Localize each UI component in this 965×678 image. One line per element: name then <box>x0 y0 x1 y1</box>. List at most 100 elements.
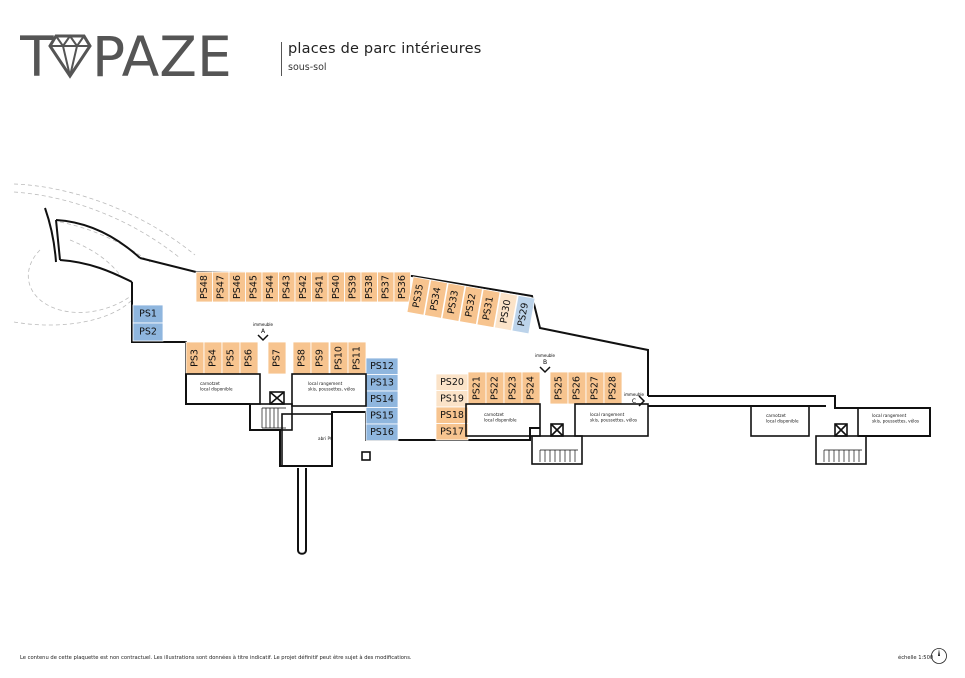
parking-space-ps41[interactable]: PS41 <box>311 271 329 303</box>
parking-space-ps37[interactable]: PS37 <box>377 271 395 303</box>
parking-space-ps11[interactable]: PS11 <box>347 341 367 375</box>
parking-space-ps23[interactable]: PS23 <box>503 371 523 405</box>
elevator-b-icon <box>550 423 564 437</box>
parking-space-ps7[interactable]: PS7 <box>267 341 287 375</box>
parking-space-ps24[interactable]: PS24 <box>521 371 541 405</box>
parking-space-ps40[interactable]: PS40 <box>327 271 345 303</box>
space-fill <box>424 279 448 319</box>
space-label: PS48 <box>199 275 210 299</box>
shaft-icon <box>361 451 371 461</box>
space-fill <box>435 423 469 441</box>
space-label: PS32 <box>464 293 479 318</box>
room-label-r5: skis, poussettes, vélos <box>590 418 637 423</box>
space-label: PS10 <box>334 346 345 370</box>
space-label: PS1 <box>139 309 157 320</box>
parking-space-ps44[interactable]: PS44 <box>261 271 279 303</box>
parking-space-ps10[interactable]: PS10 <box>329 341 349 375</box>
parking-space-ps38[interactable]: PS38 <box>360 271 378 303</box>
parking-space-ps6[interactable]: PS6 <box>239 341 259 375</box>
parking-space-ps19[interactable]: PS19 <box>435 390 469 408</box>
parking-space-ps35[interactable]: PS35 <box>406 276 431 316</box>
parking-space-ps28[interactable]: PS28 <box>603 371 623 405</box>
space-label: PS43 <box>281 275 292 299</box>
svg-text:immeuble: immeuble <box>253 322 274 327</box>
road-contours <box>13 183 196 326</box>
svg-text:A: A <box>261 328 266 335</box>
parking-space-ps48[interactable]: PS48 <box>195 271 213 303</box>
parking-space-ps4[interactable]: PS4 <box>203 341 223 375</box>
parking-space-ps13[interactable]: PS13 <box>365 374 399 392</box>
space-label: PS11 <box>352 346 363 370</box>
parking-space-ps3[interactable]: PS3 <box>185 341 205 375</box>
svg-text:C: C <box>632 398 636 405</box>
space-fill <box>476 288 501 329</box>
parking-space-ps33[interactable]: PS33 <box>441 282 466 322</box>
room-label-r7: skis, poussettes, vélos <box>872 419 919 424</box>
parking-space-ps18[interactable]: PS18 <box>435 406 469 424</box>
parking-space-ps42[interactable]: PS42 <box>294 271 312 303</box>
space-fill <box>441 282 466 322</box>
space-fill <box>511 294 536 335</box>
space-label: PS38 <box>364 275 375 299</box>
space-label: PS15 <box>370 410 394 421</box>
parking-space-ps31[interactable]: PS31 <box>476 288 501 329</box>
space-label: PS13 <box>370 377 394 388</box>
parking-space-ps22[interactable]: PS22 <box>485 371 505 405</box>
parking-space-ps2[interactable]: PS2 <box>132 322 164 342</box>
parking-space-ps43[interactable]: PS43 <box>278 271 296 303</box>
space-label: PS47 <box>215 275 226 299</box>
room-label-r6: carnotzet <box>766 413 786 418</box>
room-r5-outline <box>574 403 649 437</box>
parking-space-ps20[interactable]: PS20 <box>435 373 469 391</box>
space-label: PS2 <box>139 327 157 338</box>
parking-space-ps26[interactable]: PS26 <box>567 371 587 405</box>
parking-space-ps12[interactable]: PS12 <box>365 357 399 375</box>
parking-space-ps8[interactable]: PS8 <box>292 341 312 375</box>
space-label: PS6 <box>244 349 255 367</box>
parking-space-ps5[interactable]: PS5 <box>221 341 241 375</box>
space-label: PS14 <box>370 394 394 405</box>
space-label: PS34 <box>429 286 444 311</box>
parking-space-ps29[interactable]: PS29 <box>511 294 536 335</box>
parking-space-ps1[interactable]: PS1 <box>132 304 164 324</box>
north-arrow-icon <box>931 648 947 664</box>
parking-space-ps15[interactable]: PS15 <box>365 407 399 425</box>
parking-space-ps16[interactable]: PS16 <box>365 423 399 441</box>
space-label: PS27 <box>590 376 601 400</box>
parking-space-ps25[interactable]: PS25 <box>549 371 569 405</box>
room-label-r5: local rangement <box>590 412 625 417</box>
space-label: PS21 <box>472 376 483 400</box>
entrance-b: immeuble B <box>535 353 556 374</box>
room-r1-outline <box>185 373 261 405</box>
space-label: PS45 <box>248 275 259 299</box>
space-label: PS41 <box>314 275 325 299</box>
space-label: PS28 <box>608 376 619 400</box>
space-fill <box>494 291 518 332</box>
space-label: PS3 <box>190 349 201 367</box>
room-label-r2: local rangement <box>308 381 343 386</box>
parking-space-ps39[interactable]: PS39 <box>344 271 362 303</box>
space-label: PS12 <box>370 361 394 372</box>
parking-space-ps34[interactable]: PS34 <box>424 279 448 319</box>
space-label: PS39 <box>347 275 358 299</box>
parking-space-ps30[interactable]: PS30 <box>494 291 518 332</box>
room-label-r1: carnotzet <box>200 381 220 386</box>
space-label: PS20 <box>440 377 464 388</box>
parking-space-ps32[interactable]: PS32 <box>459 285 483 325</box>
parking-space-ps14[interactable]: PS14 <box>365 390 399 408</box>
parking-space-ps9[interactable]: PS9 <box>310 341 330 375</box>
parking-space-ps27[interactable]: PS27 <box>585 371 605 405</box>
scale-label: échelle 1:500 <box>898 655 934 661</box>
space-label: PS26 <box>572 376 583 400</box>
parking-space-ps47[interactable]: PS47 <box>212 271 230 303</box>
service-blocks <box>185 373 931 467</box>
parking-space-ps45[interactable]: PS45 <box>245 271 263 303</box>
room-r3-outline <box>281 413 333 467</box>
parking-space-ps36[interactable]: PS36 <box>393 271 411 303</box>
parking-space-ps21[interactable]: PS21 <box>467 371 487 405</box>
room-label-r6: local disponible <box>766 419 799 424</box>
parking-space-ps46[interactable]: PS46 <box>228 271 246 303</box>
parking-space-ps17[interactable]: PS17 <box>435 423 469 441</box>
